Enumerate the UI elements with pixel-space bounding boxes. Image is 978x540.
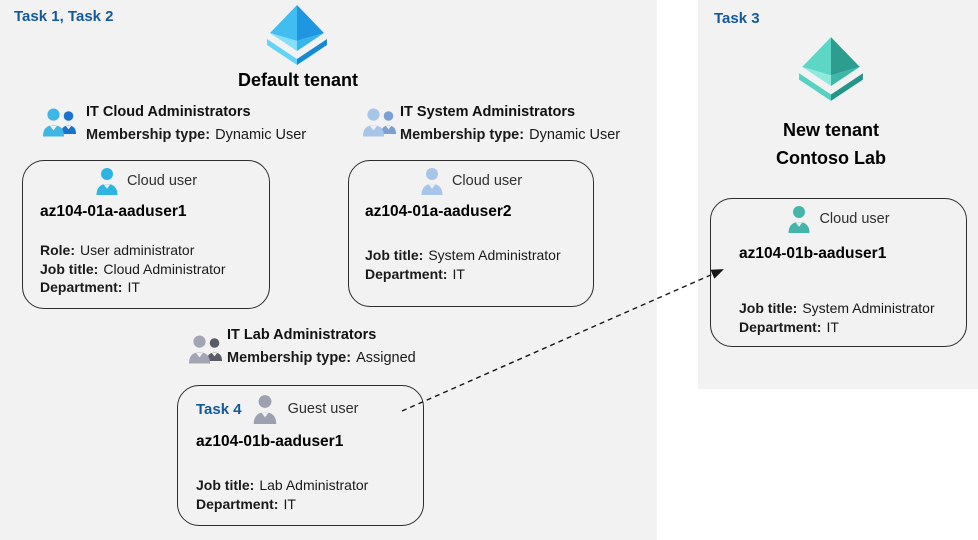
attr-value: IT bbox=[452, 265, 465, 282]
person-icon bbox=[787, 205, 811, 233]
group-title-lab-admins: IT Lab Administrators bbox=[227, 327, 377, 343]
card-header: Task 4 Guest user bbox=[196, 394, 359, 424]
membership-type-line: Membership type:Dynamic User bbox=[86, 127, 306, 143]
user-attributes: Job title:Lab Administrator Department:I… bbox=[196, 476, 368, 513]
attr-label: Job title: bbox=[40, 260, 99, 277]
attr-value: Cloud Administrator bbox=[103, 260, 226, 277]
membership-value: Assigned bbox=[356, 350, 416, 366]
attr-line: Job title:Lab Administrator bbox=[196, 476, 368, 495]
attr-label: Department: bbox=[365, 265, 448, 282]
new-tenant-panel: Task 3 New tenant Contoso Lab bbox=[698, 0, 978, 389]
default-tenant-title: Default tenant bbox=[237, 70, 358, 90]
attr-line: Department:IT bbox=[40, 278, 226, 297]
task-3-label: Task 3 bbox=[714, 10, 760, 27]
user-attributes: Role: User administrator Job title:Cloud … bbox=[40, 241, 226, 297]
card-header: Cloud user bbox=[349, 167, 593, 195]
azure-ad-icon bbox=[796, 36, 866, 102]
default-tenant-panel: Task 1, Task 2 Default tenant bbox=[0, 0, 657, 540]
user-type-label: Cloud user bbox=[126, 173, 198, 189]
membership-label: Membership type: bbox=[227, 350, 352, 366]
attr-value: System Administrator bbox=[428, 247, 561, 263]
attr-label: Job title: bbox=[365, 247, 424, 263]
username: az104-01a-aaduser1 bbox=[40, 203, 187, 220]
user-type-label: Cloud user bbox=[819, 211, 890, 227]
task-4-label: Task 4 bbox=[196, 400, 242, 418]
guest-user-card: Task 4 Guest user az104-01b-aaduser1 Job… bbox=[177, 385, 424, 526]
username: az104-01b-aaduser1 bbox=[739, 245, 887, 262]
attr-line: Department:IT bbox=[739, 318, 935, 337]
card-header: Cloud user bbox=[23, 167, 269, 195]
user-type-label: Guest user bbox=[287, 401, 359, 417]
attr-value: System Administrator bbox=[802, 300, 935, 316]
cloud-user-card-2: Cloud user az104-01a-aaduser2 Job title:… bbox=[348, 160, 594, 307]
attr-value: IT bbox=[127, 279, 140, 295]
attr-label: Department: bbox=[196, 495, 279, 512]
group-title-system-admins: IT System Administrators bbox=[400, 104, 576, 120]
group-users-icon bbox=[42, 106, 78, 137]
user-attributes: Job title:System Administrator Departmen… bbox=[739, 299, 935, 336]
azure-ad-icon bbox=[264, 4, 330, 66]
username: az104-01a-aaduser2 bbox=[365, 203, 512, 220]
username: az104-01b-aaduser1 bbox=[196, 433, 344, 450]
attr-value: IT bbox=[826, 318, 839, 335]
attr-value: User administrator bbox=[80, 242, 195, 258]
card-header: Cloud user bbox=[711, 205, 966, 233]
group-users-icon bbox=[188, 333, 224, 364]
new-tenant-cloud-user-card: Cloud user az104-01b-aaduser1 Job title:… bbox=[710, 198, 967, 347]
group-title-cloud-admins: IT Cloud Administrators bbox=[86, 104, 251, 120]
attr-value: Lab Administrator bbox=[259, 477, 369, 493]
attr-line: Job title:System Administrator bbox=[739, 299, 935, 318]
attr-line: Role: User administrator bbox=[40, 241, 226, 260]
person-icon bbox=[252, 394, 278, 424]
membership-type-line: Membership type:Assigned bbox=[227, 350, 416, 366]
person-icon bbox=[95, 167, 119, 195]
membership-label: Membership type: bbox=[400, 127, 525, 143]
cloud-user-card-1: Cloud user az104-01a-aaduser1 Role: User … bbox=[22, 160, 270, 309]
person-icon bbox=[420, 167, 444, 195]
attr-line: Department:IT bbox=[365, 265, 561, 284]
membership-label: Membership type: bbox=[86, 127, 211, 143]
attr-label: Role: bbox=[40, 242, 75, 258]
attr-line: Job title:System Administrator bbox=[365, 246, 561, 265]
group-users-icon bbox=[362, 106, 398, 137]
membership-value: Dynamic User bbox=[529, 127, 621, 143]
attr-line: Department:IT bbox=[196, 495, 368, 514]
membership-type-line: Membership type:Dynamic User bbox=[400, 127, 620, 143]
attr-label: Department: bbox=[40, 279, 123, 295]
new-tenant-title-line2: Contoso Lab bbox=[776, 148, 886, 168]
attr-label: Job title: bbox=[196, 477, 255, 493]
attr-label: Department: bbox=[739, 318, 822, 335]
attr-line: Job title:Cloud Administrator bbox=[40, 260, 226, 279]
user-type-label: Cloud user bbox=[451, 173, 523, 189]
attr-label: Job title: bbox=[739, 300, 798, 316]
new-tenant-title-line1: New tenant bbox=[782, 120, 879, 140]
attr-value: IT bbox=[283, 495, 296, 512]
membership-value: Dynamic User bbox=[215, 127, 307, 143]
task-1-2-label: Task 1, Task 2 bbox=[14, 8, 114, 25]
user-attributes: Job title:System Administrator Departmen… bbox=[365, 246, 561, 283]
